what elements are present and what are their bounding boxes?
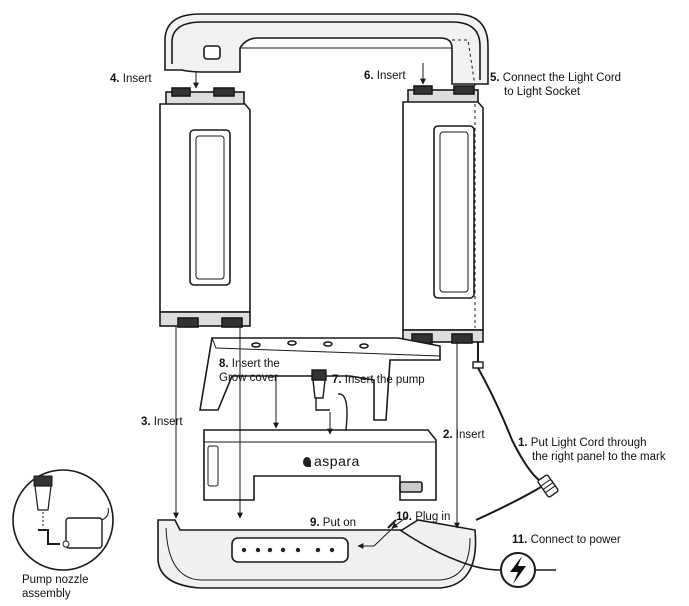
- step-10-label: 10. Plug in: [396, 511, 451, 523]
- pump-nozzle-caption: Pump nozzle assembly: [22, 574, 89, 600]
- step-3-label: 3. Insert: [141, 416, 183, 428]
- logo-mark-icon: [303, 457, 311, 467]
- left-panel: [159, 87, 251, 328]
- right-panel: [402, 85, 484, 344]
- lightning-bolt-icon: [500, 552, 536, 588]
- pump: [311, 369, 348, 431]
- light-cord: [472, 342, 559, 521]
- step-9-label: 9. Put on: [310, 517, 357, 529]
- reservoir-box: [203, 429, 437, 501]
- step-6-label: 6. Insert: [364, 70, 406, 82]
- step-7-label: 7. Insert the pump: [332, 374, 425, 386]
- step-11-label: 11. Connect to power: [512, 534, 621, 546]
- assembly-arrows: [173, 63, 460, 549]
- grow-cover: [199, 337, 441, 421]
- control-panel-icons: [241, 547, 335, 553]
- pump-nozzle-callout-art: [12, 469, 114, 571]
- base-tray: [157, 519, 477, 589]
- step-4-label: 4. Insert: [110, 73, 152, 85]
- light-arch: [164, 13, 489, 87]
- step-2-label: 2. Insert: [443, 429, 485, 441]
- aspara-logo: aspara: [303, 453, 360, 469]
